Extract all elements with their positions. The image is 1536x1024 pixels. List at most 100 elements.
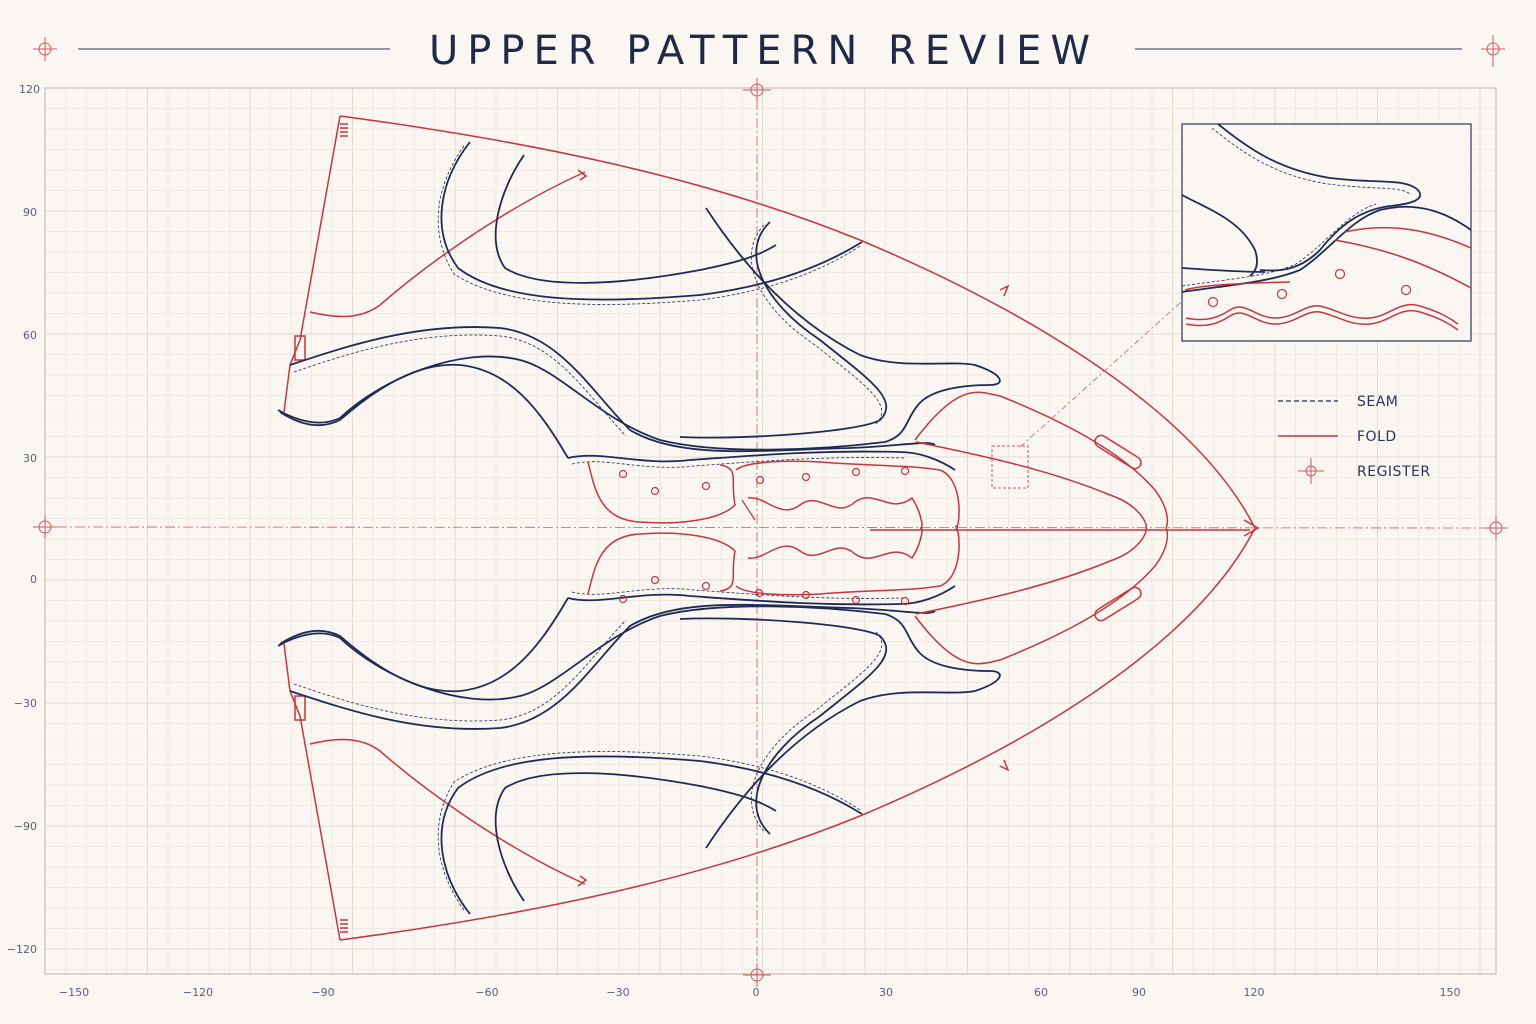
y-tick-label: −30 [14, 697, 37, 710]
eyestay-band-top [679, 221, 887, 439]
collar-seam-bottom [437, 751, 861, 911]
y-tick-label: 60 [23, 329, 37, 342]
inset-wave-strip [1184, 281, 1459, 325]
eyelet [900, 466, 910, 476]
inset-wave-strip-inner [1185, 309, 1459, 331]
y-tick-label: 0 [30, 573, 37, 586]
inset-eyelet [1207, 296, 1219, 308]
quarter-panel-top [289, 326, 936, 453]
lace-edge-top [567, 450, 956, 471]
x-axis-ticks: −150 −120 −90 −60 −30 0 30 60 90 120 150 [59, 986, 1461, 999]
collar-seam-top [437, 145, 861, 305]
eyelet [701, 481, 711, 491]
collar-piece-bottom [440, 755, 863, 915]
heel-tab-top [294, 335, 306, 361]
register-mark-top-right [1481, 35, 1505, 67]
legend-seam-label: SEAM [1357, 394, 1398, 410]
x-tick-label: −30 [606, 986, 629, 999]
toe-point [1243, 519, 1260, 537]
eyelet [650, 486, 660, 496]
wave-strip-bottom [747, 527, 923, 560]
heel-marks-bottom [340, 919, 348, 933]
heel-curve-top [309, 171, 586, 318]
x-tick-label: 60 [1034, 986, 1048, 999]
notch-mark [577, 875, 588, 887]
x-tick-label: −120 [183, 986, 213, 999]
eyelet [618, 594, 628, 604]
toe-cap-bottom [915, 527, 1148, 615]
y-tick-label: 30 [23, 452, 37, 465]
inset-eyelet [1334, 268, 1346, 280]
lace-slot-top [1094, 434, 1142, 470]
notch-mark [577, 169, 588, 181]
y-tick-label: 120 [19, 83, 40, 96]
detail-inset [1181, 123, 1472, 342]
outer-fold-outline-top [339, 115, 1256, 529]
heel-marks-top [340, 123, 348, 137]
page-title: UPPER PATTERN REVIEW [429, 28, 1099, 74]
tongue-panel-bottom [735, 525, 960, 596]
x-tick-label: −90 [311, 986, 334, 999]
heel-curve-bottom [309, 738, 586, 885]
register-mark-bottom-center [743, 963, 771, 987]
y-axis-ticks: 120 90 60 30 0 −30 −90 −120 [7, 83, 40, 956]
eyelet [801, 472, 811, 482]
lace-edge-seam-bottom [571, 588, 905, 599]
horizontal-centerline [56, 526, 1485, 529]
toe-cap-top [915, 441, 1148, 529]
y-tick-label: 90 [23, 206, 37, 219]
register-mark-right [1484, 516, 1508, 540]
eyelet [851, 467, 861, 477]
quarter-panel-bottom [289, 603, 936, 730]
vamp-overlay-top [277, 207, 1001, 451]
toe-cap-outer-top [914, 391, 1169, 529]
eyelet-panel-bottom [587, 532, 736, 595]
x-tick-label: 30 [879, 986, 893, 999]
y-tick-label: −120 [7, 943, 37, 956]
x-tick-label: −150 [59, 986, 89, 999]
callout-leader [1019, 284, 1201, 448]
eyelet [618, 469, 628, 479]
inset-eyelet [1400, 284, 1412, 296]
register-mark-top-center [743, 78, 771, 102]
wave-strip-top [747, 496, 923, 529]
register-mark-left [33, 515, 57, 539]
x-tick-label: −60 [475, 986, 498, 999]
inset-collar-edge [1217, 124, 1421, 272]
legend-register-label: REGISTER [1357, 464, 1431, 480]
outer-fold-outline-bottom [339, 527, 1256, 941]
eyelet [900, 596, 910, 606]
eyelet [701, 581, 711, 591]
legend-fold-label: FOLD [1357, 429, 1397, 445]
tongue-panel-top [735, 460, 960, 531]
callout-source-box [991, 445, 1029, 489]
lace-edge-bottom [567, 585, 956, 606]
eyestay-seam-bottom [750, 631, 882, 832]
x-tick-label: 120 [1244, 986, 1265, 999]
inset-fold-top [1334, 226, 1471, 289]
eyelets [618, 466, 910, 606]
register-mark-top-left [33, 37, 57, 61]
x-tick-label: 90 [1132, 986, 1146, 999]
eyelet [851, 595, 861, 605]
eyelet-panel-top [587, 461, 736, 524]
inset-eyestay [1182, 194, 1266, 277]
eyelet [755, 475, 765, 485]
x-tick-label: 0 [753, 986, 760, 999]
lace-edge-seam-top [571, 457, 905, 468]
toe-cap-outer-bottom [914, 527, 1169, 665]
collar-piece-top [440, 141, 863, 301]
notch-mark [999, 759, 1010, 772]
x-tick-label: 150 [1440, 986, 1461, 999]
inset-quarter-seam [1182, 203, 1377, 287]
quarter-seam-top [293, 334, 627, 437]
y-tick-label: −90 [14, 820, 37, 833]
eyestay-seam-top [750, 224, 882, 425]
eyelet [650, 575, 660, 585]
lace-slot-bottom [1094, 586, 1142, 622]
eyelet [754, 588, 764, 598]
eyelet [801, 590, 811, 600]
vamp-overlay-bottom [277, 605, 1001, 849]
eyestay-band-bottom [679, 617, 887, 835]
